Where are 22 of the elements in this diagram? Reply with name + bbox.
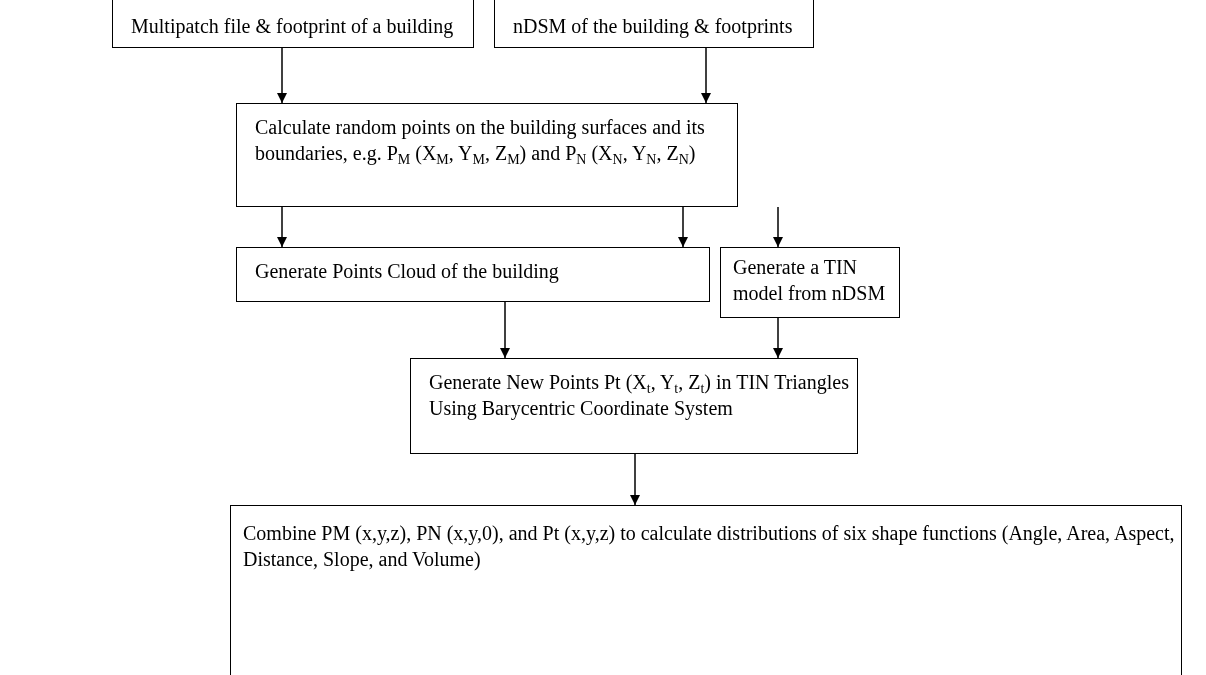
box-text: nDSM of the building & footprints [513,14,794,39]
arrow [277,206,287,248]
process-box [112,0,474,48]
process-box [410,358,858,454]
arrow [678,206,688,248]
arrow [630,453,640,506]
process-box [236,247,710,302]
box-text: Combine PM (x,y,z), PN (x,y,0), and Pt (x,y,z) to calculate distributions of six shape functions (Angle, Area, Aspect, Distance, Slope, and Volume) [243,521,1176,572]
process-box [720,247,900,318]
box-text: Generate New Points Pt (X$_{t}$, Y$_{t}$, Z$_{t}$) in TIN Triangles Using Barycentric Coordinate System [429,370,849,421]
process-box [494,0,814,48]
box-text: Generate Points Cloud of the building [255,259,560,284]
arrow [500,301,510,359]
box-text: Calculate random points on the building surfaces and its boundaries, e.g. P$_{M}$ (X$_{M}$, Y$_{M}$, Z$_{M}$) and P$_{N}$ (X$_{N}$, Y$_{N}$, Z$_{N}$) [255,115,706,166]
arrow [277,47,287,104]
process-box [230,505,1182,675]
box-text: Generate a TIN model from nDSM [733,255,887,306]
arrow [773,206,783,248]
process-box [236,103,738,207]
arrow [701,47,711,104]
box-text: Multipatch file & footprint of a building [131,14,455,39]
arrow [773,317,783,359]
